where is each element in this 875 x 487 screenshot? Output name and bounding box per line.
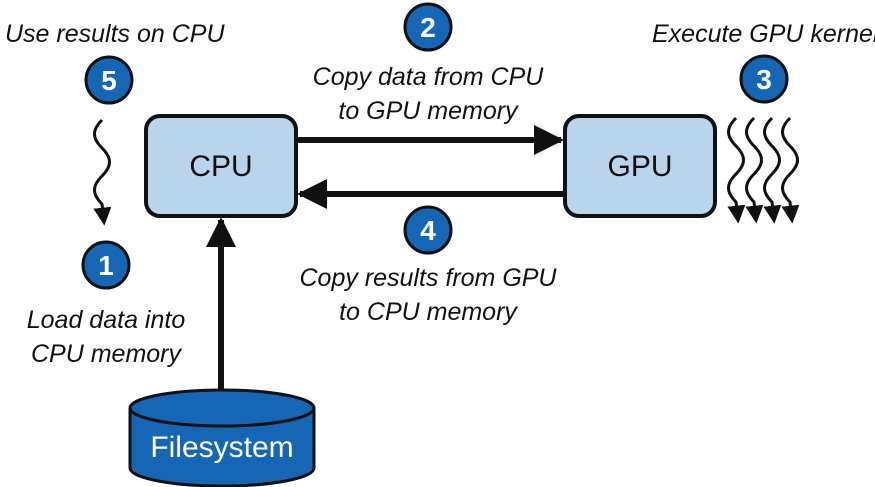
step-badge-5: 5	[84, 55, 134, 105]
caption-5-line-1: Use results on CPU	[5, 20, 225, 48]
step-number-5: 5	[101, 65, 117, 96]
step-caption-4: Copy results from GPU to CPU memory	[299, 264, 557, 326]
step-badge-4: 4	[403, 205, 453, 255]
caption-1-line-1: Load data into	[27, 306, 186, 334]
caption-4-line-2: to CPU memory	[339, 298, 518, 326]
caption-3-line-1: Execute GPU kernel	[652, 20, 875, 48]
gpu-label: GPU	[607, 150, 672, 183]
caption-2-line-1: Copy data from CPU	[313, 63, 545, 91]
gpu-node: GPU	[563, 114, 717, 218]
caption-4-line-1: Copy results from GPU	[299, 264, 557, 292]
caption-1-line-2: CPU memory	[31, 340, 183, 368]
step-caption-2: Copy data from CPU to GPU memory	[313, 63, 545, 125]
step-number-4: 4	[420, 215, 436, 246]
step-number-1: 1	[98, 250, 114, 281]
filesystem-node: Filesystem	[128, 388, 316, 487]
step-caption-3: Execute GPU kernel	[652, 20, 875, 48]
cpu-label: CPU	[189, 150, 252, 183]
wavy-arrow-step5-to-step1	[93, 118, 112, 226]
step-number-3: 3	[756, 64, 772, 95]
step-badge-2: 2	[403, 2, 453, 52]
step-number-2: 2	[420, 12, 436, 43]
gpu-kernel-wavy-arrows	[727, 116, 800, 224]
step-badge-1: 1	[81, 240, 131, 290]
step-badge-3: 3	[739, 54, 789, 104]
caption-2-line-2: to GPU memory	[338, 97, 519, 125]
step-caption-1: Load data into CPU memory	[27, 306, 186, 368]
filesystem-label: Filesystem	[150, 431, 293, 464]
step-caption-5: Use results on CPU	[5, 20, 225, 48]
cpu-node: CPU	[144, 114, 298, 218]
